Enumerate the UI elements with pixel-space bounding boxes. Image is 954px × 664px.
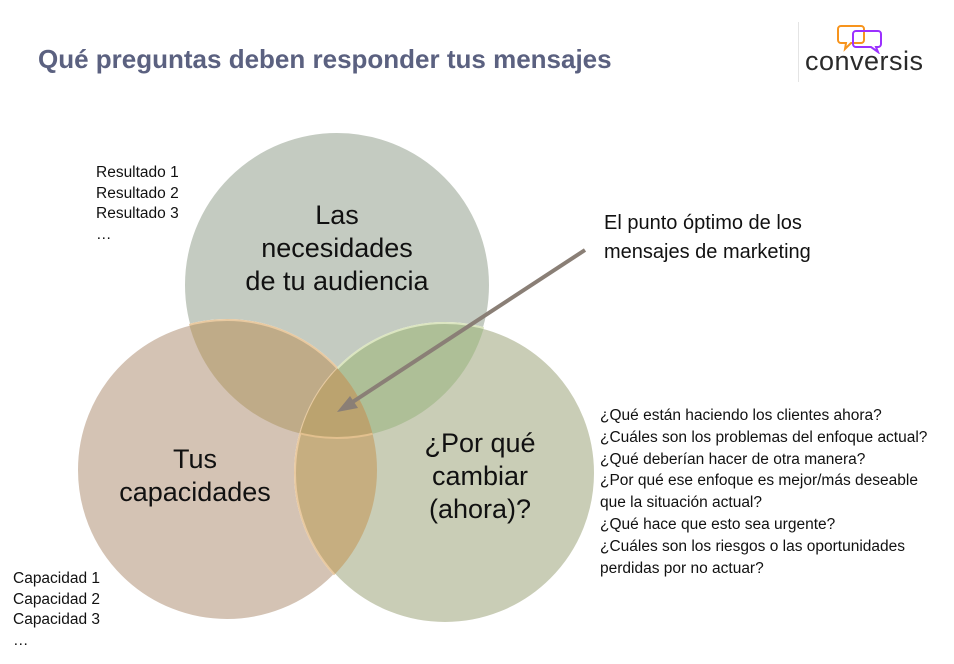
list-item: Capacidad 2 xyxy=(13,590,101,608)
label-line: Tus xyxy=(172,444,217,474)
overlap-center xyxy=(295,323,377,439)
list-item: Capacidad 1 xyxy=(13,570,101,587)
overlap-top-right xyxy=(294,322,490,438)
slide-title: Qué preguntas deben responder tus mensaj… xyxy=(38,44,612,74)
questions-list: ¿Qué están haciendo los clientes ahora? … xyxy=(600,405,940,579)
sweet-spot-callout: El punto óptimo de los mensajes de marke… xyxy=(604,209,811,267)
label-line: Las xyxy=(315,200,359,230)
speech-bubbles-icon xyxy=(837,25,882,54)
label-line: (ahora)? xyxy=(428,494,532,524)
label-line: de tu audiencia xyxy=(245,266,429,296)
label-audience-needs: Las necesidades de tu audiencia xyxy=(207,199,467,298)
list-item: ¿Por qué ese enfoque es mejor/más deseab… xyxy=(600,472,918,512)
callout-line: mensajes de marketing xyxy=(604,241,811,263)
logo-text: conversis xyxy=(805,46,924,76)
list-item: ¿Qué deberían hacer de otra manera? xyxy=(600,450,866,468)
list-item: Capacidad 3 xyxy=(13,611,101,628)
capacities-list: Capacidad 1 Capacidad 2 Capacidad 3 … xyxy=(13,569,100,651)
label-why-change: ¿Por qué cambiar (ahora)? xyxy=(385,427,575,526)
label-line: ¿Por qué xyxy=(424,428,536,458)
arrow-head-icon xyxy=(337,396,358,412)
list-item: … xyxy=(96,225,112,243)
label-line: capacidades xyxy=(119,477,271,507)
list-item: ¿Cuáles son los problemas del enfoque ac… xyxy=(600,428,928,446)
label-capabilities: Tus capacidades xyxy=(95,443,295,509)
list-item: Resultado 2 xyxy=(96,184,179,202)
label-line: cambiar xyxy=(431,461,529,491)
callout-arrow xyxy=(346,248,587,407)
overlap-top-left xyxy=(184,319,378,438)
list-item: ¿Qué están haciendo los clientes ahora? xyxy=(600,407,882,424)
results-list: Resultado 1 Resultado 2 Resultado 3 … xyxy=(96,163,179,245)
list-item: … xyxy=(13,631,29,649)
list-item: ¿Qué hace que esto sea urgente? xyxy=(600,515,836,533)
callout-line: El punto óptimo de los xyxy=(604,212,802,234)
label-line: necesidades xyxy=(261,233,413,263)
conversis-logo: conversis xyxy=(798,22,939,82)
list-item: Resultado 3 xyxy=(96,205,179,222)
list-item: Resultado 1 xyxy=(96,164,179,181)
list-item: ¿Cuáles son los riesgos o las oportunida… xyxy=(600,537,906,577)
